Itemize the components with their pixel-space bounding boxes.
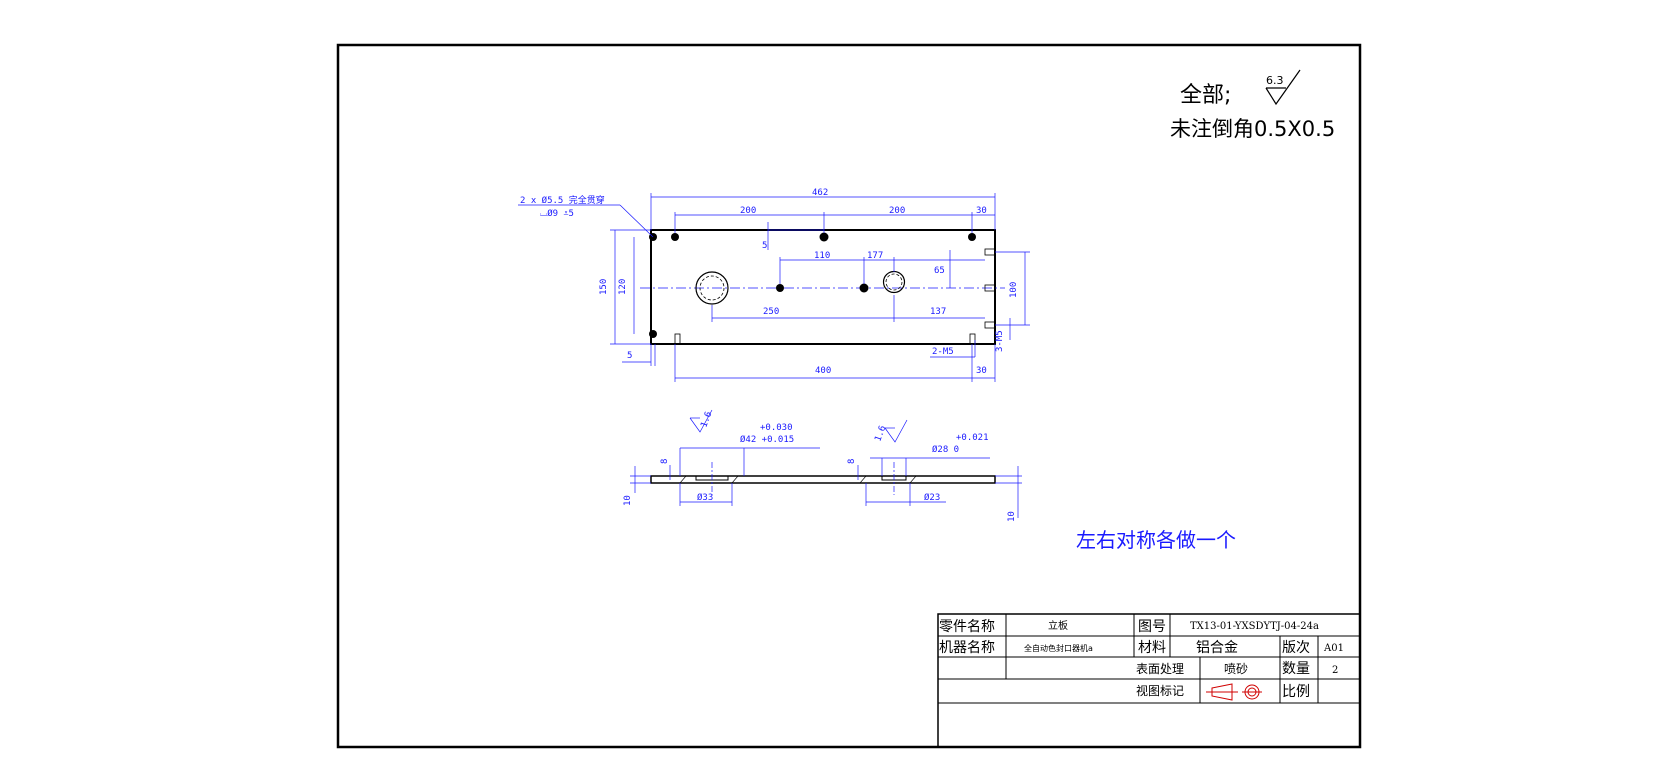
view-label: 视图标记 <box>1136 683 1184 698</box>
roughness-prefix: 全部; <box>1180 83 1231 108</box>
hole-4 <box>776 284 784 292</box>
projection-symbol <box>1206 683 1262 701</box>
drawing-no-label: 图号 <box>1138 619 1166 635</box>
dim-10-left: 10 <box>623 495 633 506</box>
rough-2: 1.6 <box>873 424 888 443</box>
dim-100: 100 <box>1009 282 1019 298</box>
dim-10-right: 10 <box>1007 511 1017 522</box>
hole-5 <box>859 283 869 293</box>
dim-177: 177 <box>867 251 883 261</box>
chamfer-note: 未注倒角0.5X0.5 <box>1170 117 1335 141</box>
tol-28-main: Ø28 0 <box>932 444 959 455</box>
side-plate <box>650 475 996 484</box>
dim-400: 400 <box>815 366 831 376</box>
hole-callout-1: 2 x Ø5.5 完全贯穿 <box>520 194 605 206</box>
rough-1: 1.6 <box>699 410 714 429</box>
dim-8a: 8 <box>660 459 670 464</box>
scale-label: 比例 <box>1282 684 1310 700</box>
symmetric-note: 左右对称各做一个 <box>1076 528 1236 552</box>
dim-30-bot: 30 <box>976 366 987 376</box>
hole-3 <box>968 233 976 241</box>
part-name-label: 零件名称 <box>939 619 995 635</box>
bore-42 <box>695 271 729 305</box>
material-value: 铝合金 <box>1196 640 1238 656</box>
dim-2M5: 2-M5 <box>932 347 954 357</box>
plate-outline <box>650 229 996 345</box>
tol-42-main: Ø42 +0.015 <box>740 434 794 445</box>
part-name-value: 立板 <box>1048 619 1068 632</box>
dim-65: 65 <box>934 266 945 276</box>
dim-5-left: 5 <box>627 351 632 361</box>
hole-callout-2: ⌴Ø9 ⩡5 <box>540 208 574 219</box>
roughness-symbol <box>1265 69 1301 106</box>
hole-1 <box>671 233 679 241</box>
dim-110: 110 <box>814 251 830 261</box>
dim-5-small: 5 <box>762 241 767 251</box>
dim-120: 120 <box>618 279 628 295</box>
dim-200a: 200 <box>740 206 756 216</box>
tol-42-upper: +0.030 <box>760 423 793 433</box>
dim-30-top: 30 <box>976 206 987 216</box>
dim-137: 137 <box>930 307 946 317</box>
machine-name-label: 机器名称 <box>939 640 995 656</box>
tol-28-upper: +0.021 <box>956 433 989 443</box>
quantity-value: 2 <box>1332 665 1338 676</box>
hole-2 <box>819 232 829 242</box>
surface-value: 喷砂 <box>1224 662 1248 676</box>
dim-250: 250 <box>763 307 779 317</box>
dim-3M5: 3-M5 <box>995 330 1005 352</box>
version-label: 版次 <box>1282 640 1310 656</box>
material-label: 材料 <box>1138 640 1166 656</box>
title-block <box>937 613 1361 748</box>
roughness-value: 6.3 <box>1266 74 1284 87</box>
sheet-border <box>336 43 1362 749</box>
machine-name-value: 全自动色封口器机a <box>1024 643 1093 653</box>
drawing-no-value: TX13-01-YXSDYTJ-04-24a <box>1190 621 1319 632</box>
bore-28 <box>882 270 906 294</box>
version-value: A01 <box>1323 643 1344 654</box>
dim-33: Ø33 <box>697 492 713 503</box>
dim-200b: 200 <box>889 206 905 216</box>
dim-8b: 8 <box>847 459 857 464</box>
dim-462: 462 <box>812 188 828 198</box>
surface-label: 表面处理 <box>1136 662 1184 676</box>
side-view: 1.6 1.6 +0.030 Ø42 +0.015 +0.021 Ø28 0 8… <box>623 409 1022 522</box>
dim-23: Ø23 <box>924 492 940 503</box>
dim-150: 150 <box>599 279 609 295</box>
quantity-label: 数量 <box>1282 661 1310 677</box>
hole-bl <box>649 330 657 338</box>
top-view: 2 x Ø5.5 完全贯穿 ⌴Ø9 ⩡5 462 200 200 30 5 11… <box>518 188 1030 382</box>
